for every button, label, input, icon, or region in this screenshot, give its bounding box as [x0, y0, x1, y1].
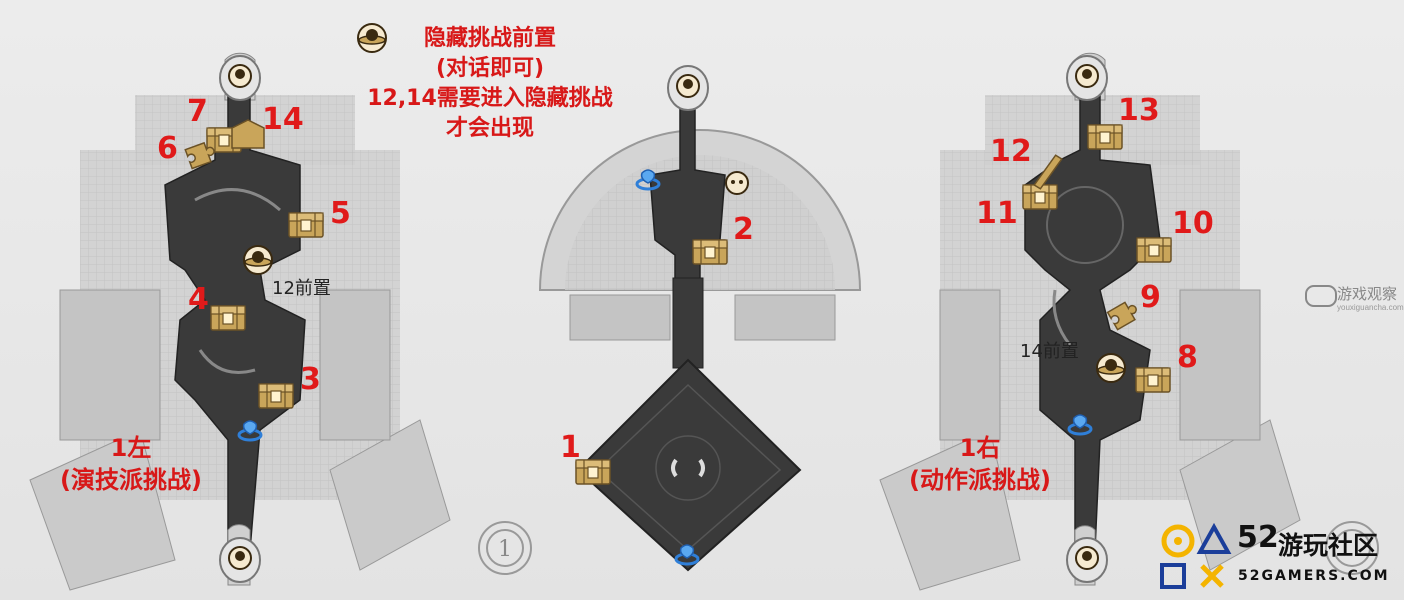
prerequisite-label: 14前置	[1020, 341, 1079, 362]
note-line-3: 12,14需要进入隐藏挑战	[367, 86, 613, 111]
chest-number-label: 7	[187, 94, 208, 129]
watermark-logo-icon	[1305, 285, 1337, 307]
caption-title: 1右	[959, 434, 1001, 462]
left-map-caption: 1左 (演技派挑战)	[46, 432, 216, 496]
left-map: 1	[29, 52, 532, 591]
caption-subtitle: (演技派挑战)	[60, 466, 202, 494]
watermark-site-url: youxiguancha.com	[1337, 303, 1404, 312]
brand-url: 52GAMERS.COM	[1238, 568, 1390, 584]
chest-number-label: 2	[733, 212, 754, 247]
chest-number-label: 9	[1140, 280, 1161, 315]
brand-name: 游玩社区	[1278, 531, 1379, 560]
right-map	[879, 52, 1379, 591]
chest-number-label: 1	[560, 430, 581, 465]
chest-number-label: 13	[1118, 93, 1160, 128]
hidden-challenge-notes: 隐藏挑战前置 (对话即可) 12,14需要进入隐藏挑战 才会出现	[340, 24, 640, 144]
chest-number-label: 3	[300, 362, 321, 397]
svg-text:1: 1	[498, 537, 512, 562]
right-map-caption: 1右 (动作派挑战)	[895, 432, 1065, 496]
watermark-site-name: 游戏观察	[1337, 285, 1398, 303]
chest-number-label: 14	[262, 102, 304, 137]
chest-number-label: 4	[188, 282, 209, 317]
brand-logo-icon	[1160, 522, 1232, 589]
chest-number-label: 6	[157, 131, 178, 166]
caption-title: 1左	[110, 434, 152, 462]
chest-number-label: 11	[976, 196, 1018, 231]
chest-number-label: 5	[330, 196, 351, 231]
chest-number-label: 10	[1172, 206, 1214, 241]
chest-number-label: 8	[1177, 340, 1198, 375]
caption-subtitle: (动作派挑战)	[909, 466, 1051, 494]
note-line-2: (对话即可)	[435, 56, 545, 81]
watermark: 游戏观察 youxiguancha.com	[1305, 283, 1404, 317]
note-line-1: 隐藏挑战前置	[423, 26, 556, 51]
center-map	[538, 65, 862, 572]
note-line-4: 才会出现	[445, 116, 534, 141]
prerequisite-label: 12前置	[272, 278, 331, 299]
brand-number: 52	[1237, 520, 1279, 555]
chest-number-label: 12	[990, 134, 1032, 169]
